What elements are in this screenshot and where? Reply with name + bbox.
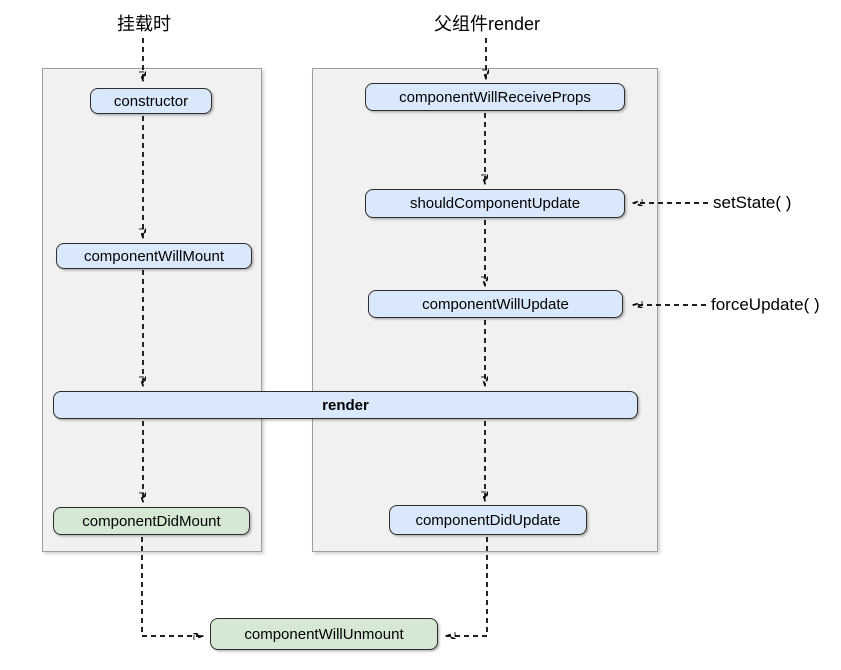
node-component-will-unmount: componentWillUnmount [210, 618, 438, 650]
node-component-did-update: componentDidUpdate [389, 505, 587, 535]
node-component-will-mount: componentWillMount [56, 243, 252, 269]
node-component-will-receive-props: componentWillReceiveProps [365, 83, 625, 111]
entry-label-mount: 挂载时 [117, 14, 171, 34]
node-constructor: constructor [90, 88, 212, 114]
mount-phase-panel [42, 68, 262, 552]
node-render: render [53, 391, 638, 419]
label-force-update: forceUpdate( ) [711, 295, 820, 314]
node-component-did-mount: componentDidMount [53, 507, 250, 535]
label-set-state: setState( ) [713, 193, 792, 212]
node-component-will-update: componentWillUpdate [368, 290, 623, 318]
node-should-component-update: shouldComponentUpdate [365, 189, 625, 218]
entry-label-parent-render: 父组件render [433, 14, 541, 34]
